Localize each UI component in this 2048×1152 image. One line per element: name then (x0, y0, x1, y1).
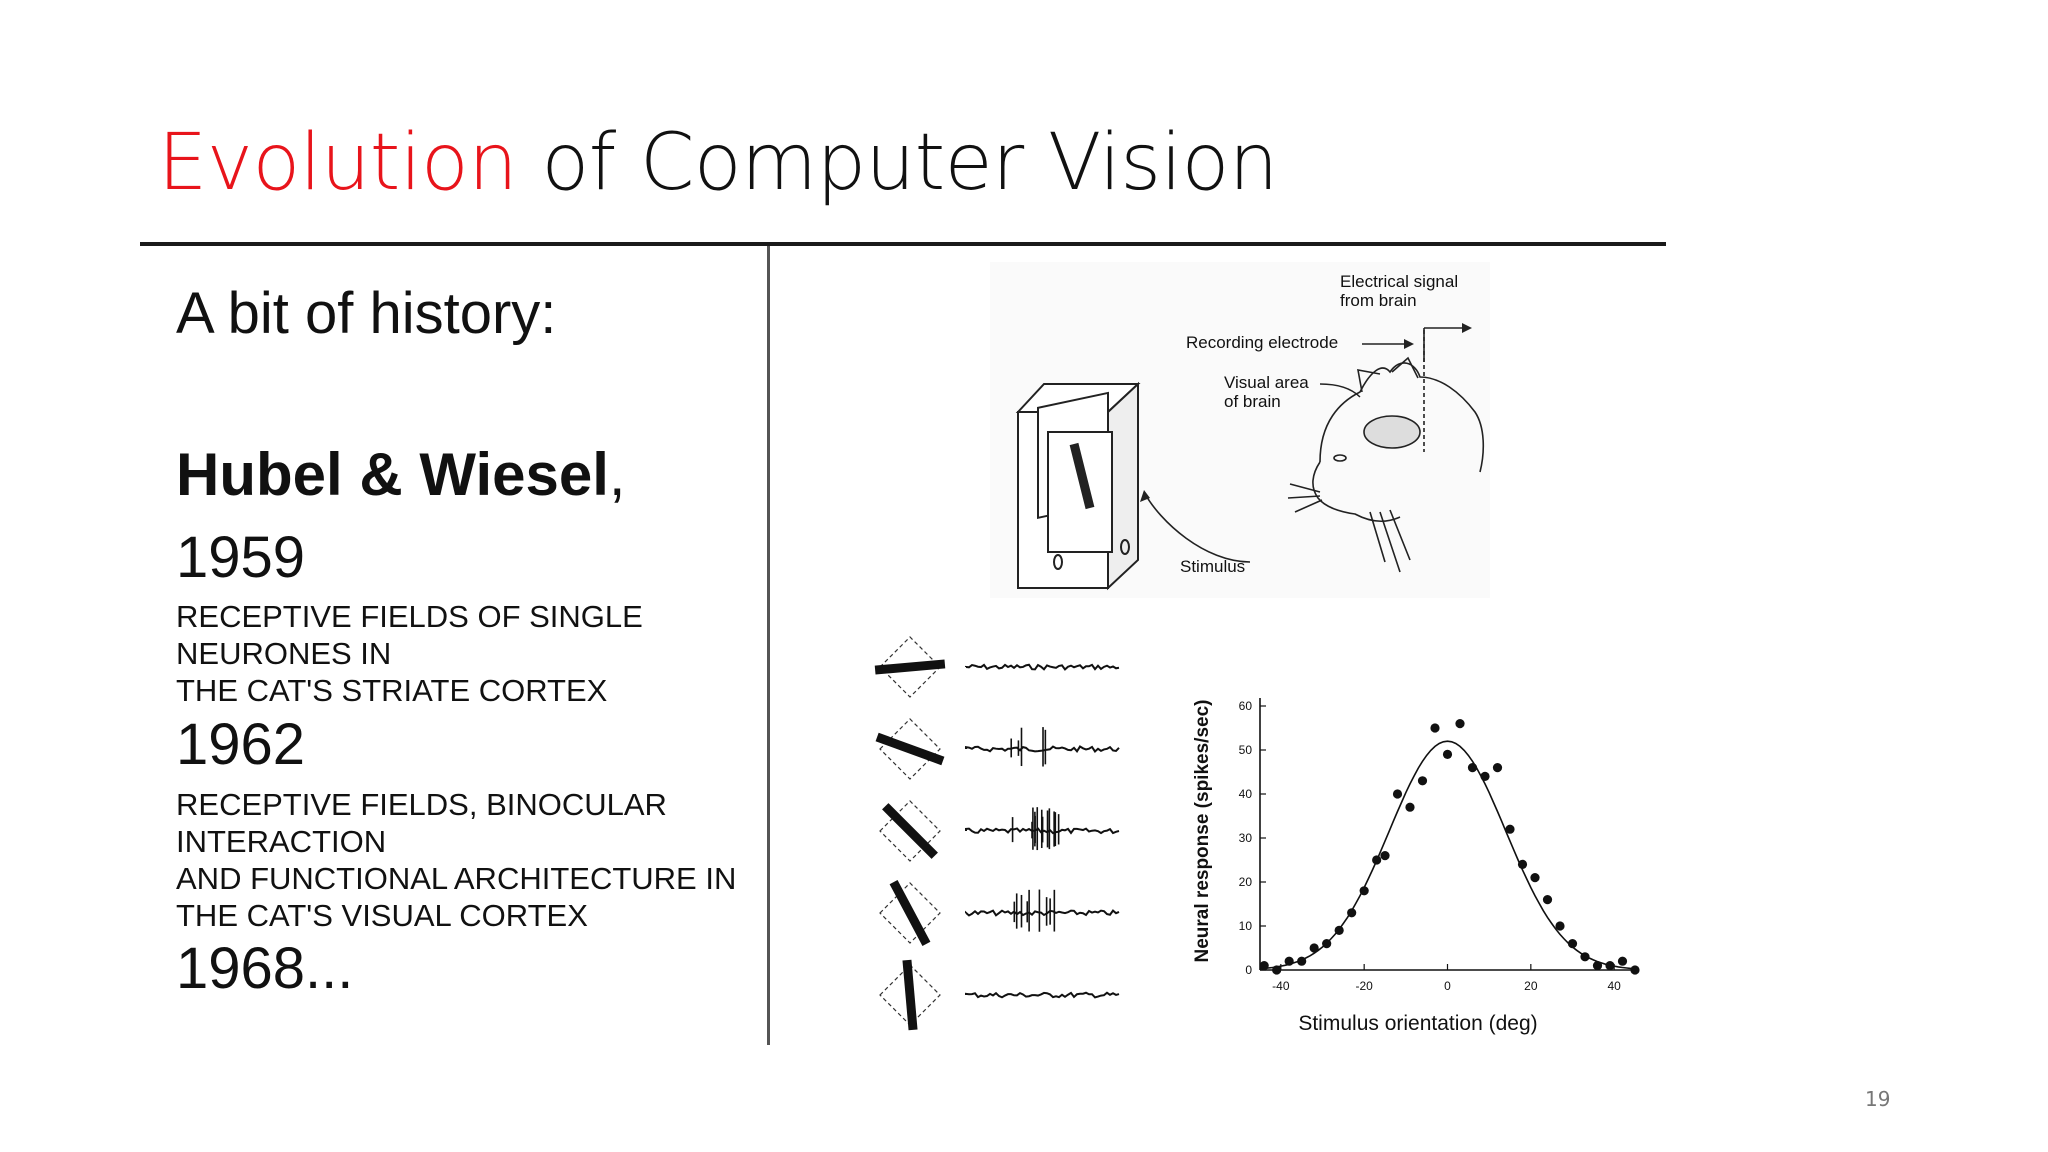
data-point (1567, 939, 1578, 949)
desc-1959-line-1: RECEPTIVE FIELDS OF SINGLE (176, 599, 643, 634)
data-point (1322, 939, 1332, 949)
y-tick-label: 10 (1239, 919, 1253, 933)
label-visual-1: Visual area (1224, 373, 1309, 392)
label-stimulus: Stimulus (1180, 557, 1245, 576)
cat-head (1287, 330, 1485, 573)
spike-trace (965, 745, 1120, 753)
data-point (1480, 771, 1490, 781)
data-point (1455, 719, 1465, 729)
data-point (1417, 776, 1428, 786)
desc-1959-line-3: THE CAT'S STRIATE CORTEX (176, 673, 608, 708)
stimulus-monitor (1015, 381, 1141, 591)
data-point (1442, 749, 1453, 759)
y-tick-label: 30 (1239, 831, 1253, 845)
label-electrode: Recording electrode (1186, 333, 1338, 352)
data-point (1359, 886, 1369, 896)
data-point (1505, 824, 1515, 834)
y-tick-label: 40 (1239, 787, 1253, 801)
stimulus-bar (889, 879, 931, 947)
title-accent: Evolution (158, 118, 518, 208)
orientation-stimuli-figure (874, 636, 1120, 1031)
y-tick-label: 50 (1239, 743, 1253, 757)
x-tick-label: -40 (1272, 979, 1290, 993)
data-point (1372, 855, 1382, 865)
year-1959: 1959 (176, 525, 306, 590)
data-point (1592, 961, 1603, 971)
vertical-divider (767, 246, 770, 1045)
desc-1962-line-2: INTERACTION (176, 824, 387, 859)
spike-trace (965, 991, 1120, 999)
desc-1962-line-4: THE CAT'S VISUAL CORTEX (176, 898, 588, 933)
stimulus-bar (874, 659, 946, 675)
x-axis-label: Stimulus orientation (deg) (1298, 1012, 1537, 1035)
label-signal-1: Electrical signal (1340, 272, 1458, 291)
stimulus-bar (882, 803, 938, 859)
stimulus-row (879, 959, 1120, 1031)
data-point (1380, 851, 1390, 861)
data-point (1517, 859, 1528, 869)
data-point (1492, 763, 1503, 773)
y-tick-label: 60 (1239, 699, 1253, 713)
orientation-tuning-chart: Neural response (spikes/sec) Stimulus or… (1192, 698, 1640, 1035)
page-number: 19 (1865, 1087, 1891, 1111)
x-tick-label: 40 (1607, 979, 1621, 993)
desc-1962-line-3: AND FUNCTIONAL ARCHITECTURE IN (176, 861, 737, 896)
spike-trace (965, 663, 1120, 671)
desc-1962-line-1: RECEPTIVE FIELDS, BINOCULAR (176, 787, 667, 822)
y-tick-label: 20 (1239, 875, 1253, 889)
stimulus-row (879, 800, 1120, 862)
fit-curve (1259, 740, 1636, 970)
data-point (1617, 956, 1628, 966)
desc-1959-line-2: NEURONES IN (176, 636, 392, 671)
data-point (1580, 952, 1590, 962)
stimulus-row (875, 718, 1120, 780)
data-point (1297, 956, 1307, 966)
title-rule (140, 242, 1666, 246)
stimulus-bar (902, 959, 918, 1031)
data-point (1467, 763, 1478, 773)
data-point (1347, 908, 1357, 918)
authors-comma: , (608, 441, 626, 508)
y-axis-label: Neural response (spikes/sec) (1192, 700, 1213, 963)
cat-experiment-figure: Stimulus Electrical signal from brain Re… (990, 262, 1490, 598)
stimulus-row (874, 636, 1120, 698)
data-point (1405, 802, 1415, 812)
x-tick-label: 20 (1524, 979, 1538, 993)
x-tick-label: -20 (1355, 979, 1373, 993)
data-point (1542, 895, 1553, 905)
authors-names: Hubel & Wiesel (176, 441, 609, 508)
data-point (1630, 965, 1640, 975)
data-point (1272, 965, 1282, 975)
data-point (1430, 723, 1440, 733)
data-point (1530, 873, 1540, 883)
data-point (1334, 925, 1344, 935)
data-point (1555, 921, 1565, 931)
y-tick-label: 0 (1245, 963, 1252, 977)
stimulus-bar (875, 732, 945, 766)
history-heading: A bit of history: (176, 281, 557, 346)
title-rest: of Computer Vision (517, 118, 1278, 208)
authors: Hubel & Wiesel, (176, 440, 626, 509)
data-point (1605, 961, 1615, 971)
year-1968: 1968... (176, 936, 354, 1001)
slide-title: Evolution of Computer Vision (158, 118, 1278, 208)
stimulus-row (879, 879, 1120, 947)
data-point (1284, 956, 1294, 966)
x-tick-label: 0 (1444, 979, 1451, 993)
label-visual-2: of brain (1224, 392, 1281, 411)
year-1962: 1962 (176, 712, 306, 777)
stimulus-pointer (1143, 491, 1251, 563)
label-signal-2: from brain (1340, 291, 1417, 310)
data-point (1392, 789, 1403, 799)
data-point (1259, 961, 1269, 971)
data-point (1309, 943, 1319, 953)
spike-trace (965, 909, 1120, 917)
